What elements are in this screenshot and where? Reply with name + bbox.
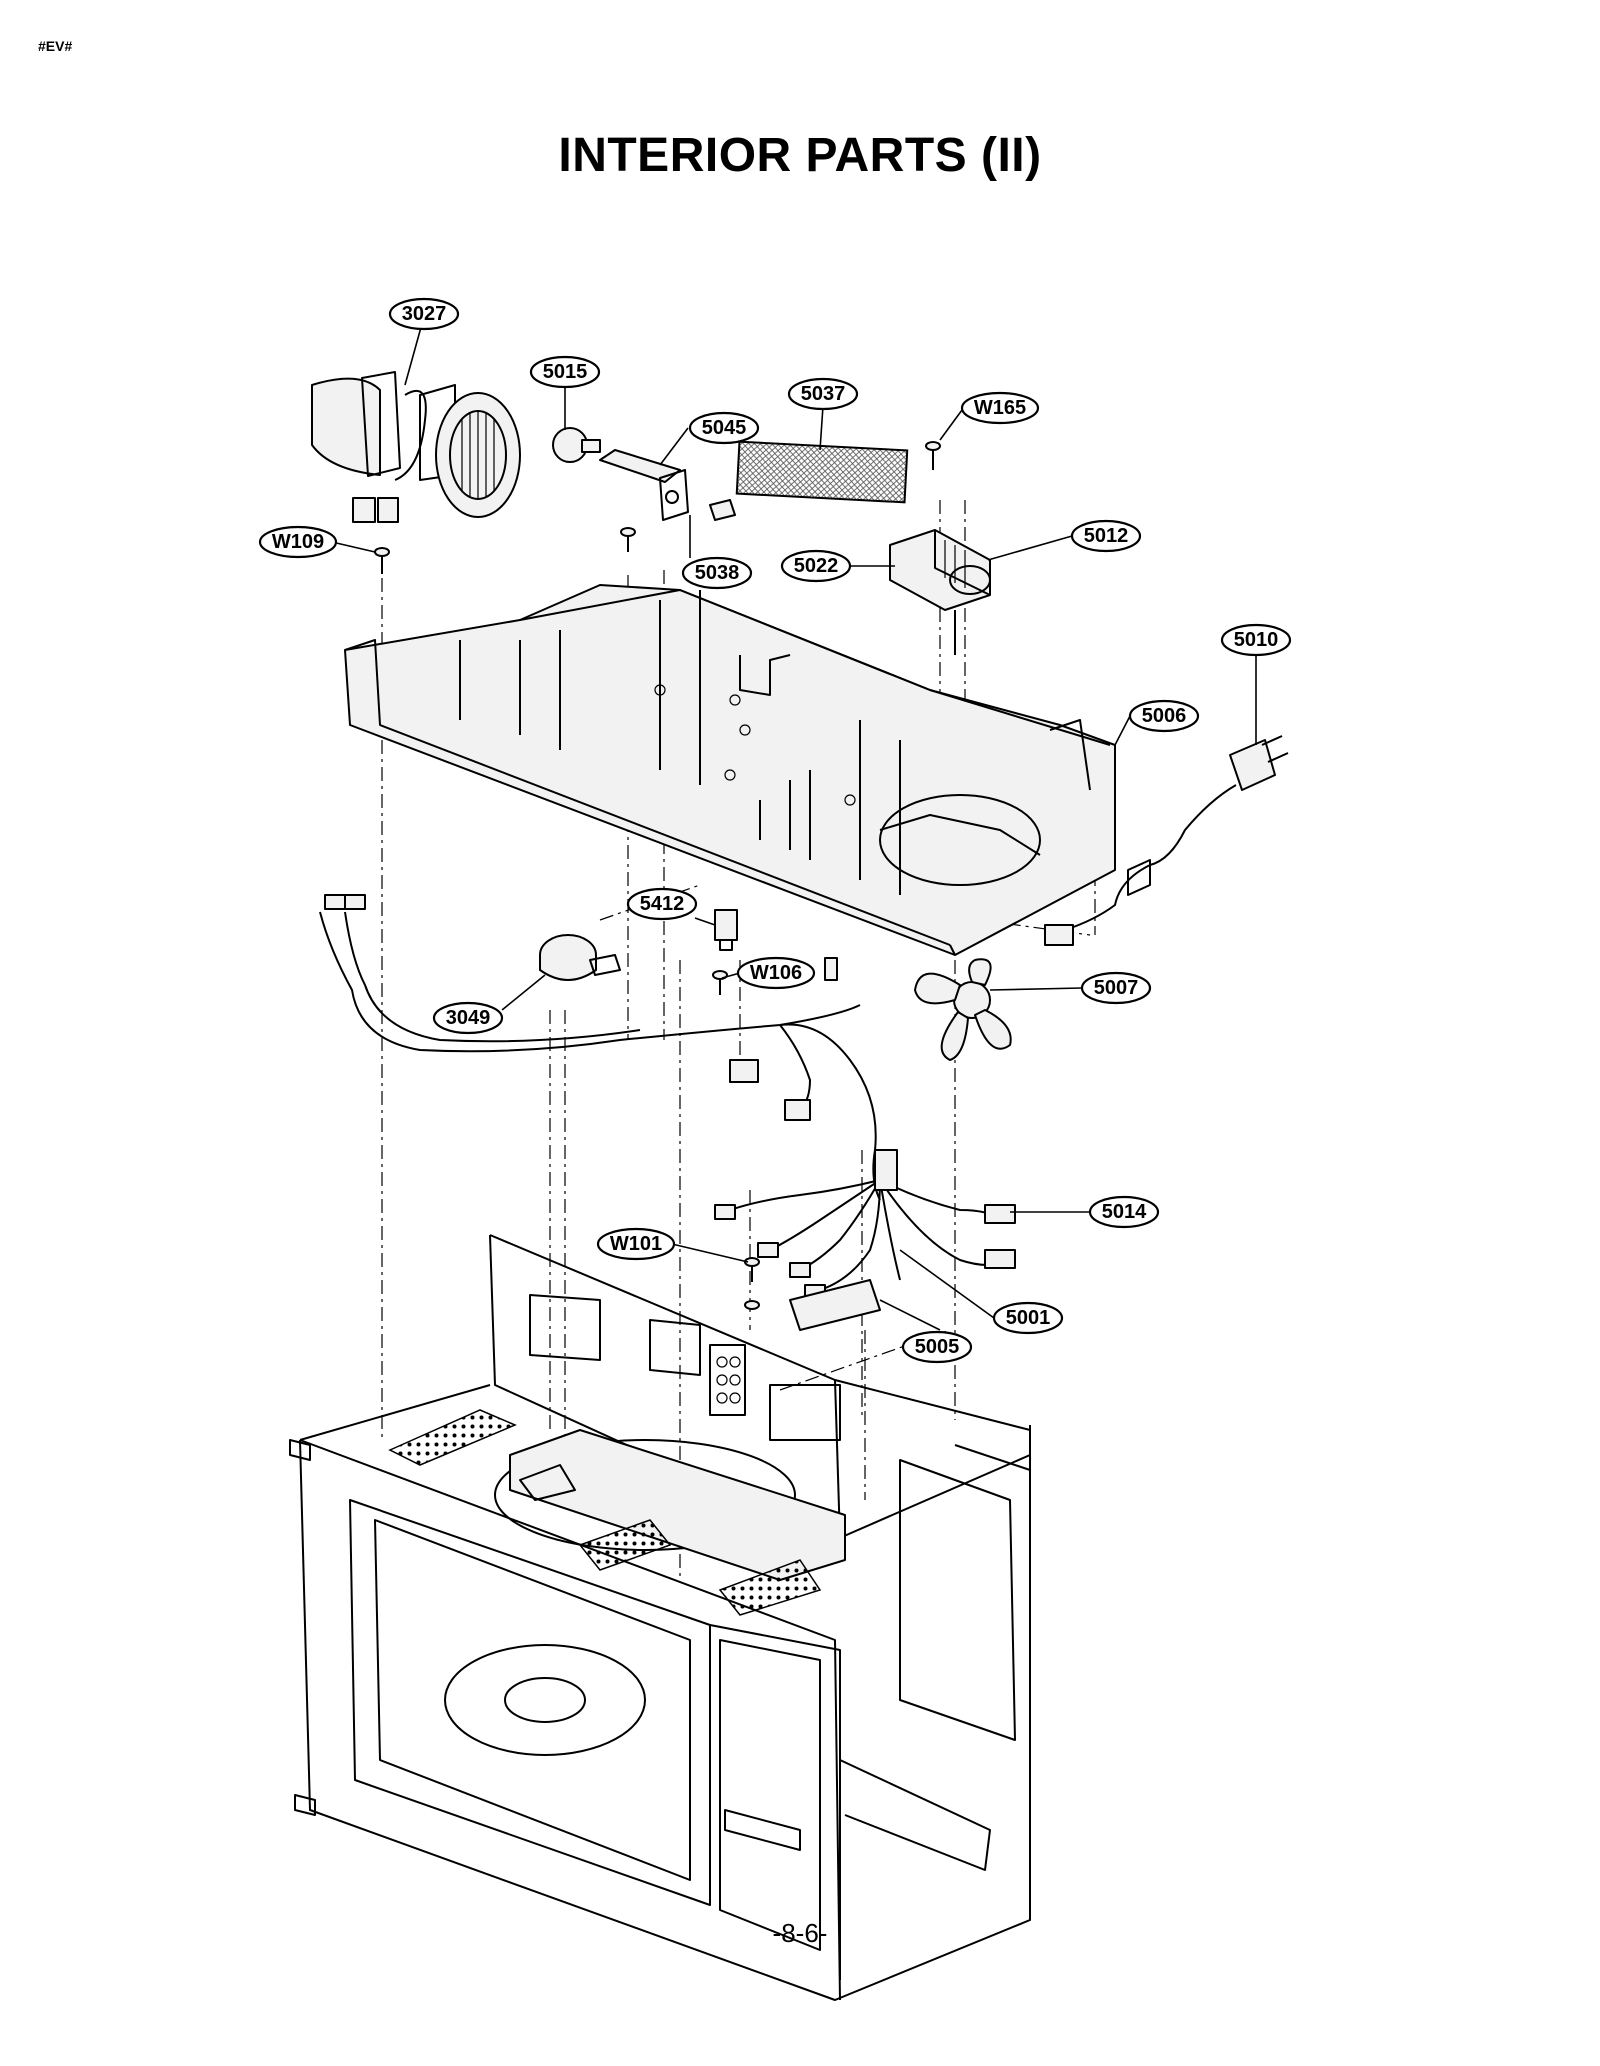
callout-5010: 5010 [1220,623,1292,657]
callout-label: 5007 [1094,977,1139,999]
callout-label: 3027 [402,303,447,325]
callout-w106: W106 [736,956,816,990]
callout-5037: 5037 [787,377,859,411]
callout-w165: W165 [960,391,1040,425]
turntable-motor-3049 [539,934,621,981]
callout-label: 5045 [702,417,747,439]
callout-label: 5010 [1234,629,1279,651]
callout-label: 5001 [1006,1307,1051,1329]
callout-label: 5022 [794,555,839,577]
callout-w109: W109 [258,525,338,559]
callout-label: 5014 [1102,1201,1147,1223]
screw-5038-area [620,527,636,552]
switch-5412 [714,909,738,951]
callout-5006: 5006 [1128,699,1200,733]
lamp-5015 [552,427,601,463]
lamp-socket-5045 [599,449,736,521]
callout-label: 5038 [695,562,740,584]
wiring-harness-5014 [319,894,1016,1331]
callout-label: W165 [974,397,1026,419]
callout-5412: 5412 [626,887,698,921]
blower-motor-3027 [311,371,521,523]
callout-label: W101 [610,1233,662,1255]
callout-label: 5012 [1084,525,1129,547]
callout-3027: 3027 [388,297,460,331]
callout-w101: W101 [596,1227,676,1261]
callout-5038: 5038 [681,556,753,590]
callout-label: 5015 [543,361,588,383]
page-title: INTERIOR PARTS (II) [558,129,1042,182]
screw-w101 [744,1257,760,1310]
callout-label: W106 [750,962,802,984]
callout-label: W109 [272,531,324,553]
callout-5045: 5045 [688,411,760,445]
callout-5001: 5001 [992,1301,1064,1335]
callout-5015: 5015 [529,355,601,389]
screw-w109 [374,547,390,574]
screw-w106 [712,970,728,995]
callout-5012: 5012 [1070,519,1142,553]
callout-5022: 5022 [780,549,852,583]
callout-label: 5412 [640,893,685,915]
callout-5005: 5005 [901,1330,973,1364]
callout-5014: 5014 [1088,1195,1160,1229]
callout-3049: 3049 [432,1001,504,1035]
screw-w165 [925,441,941,470]
callout-label: 3049 [446,1007,491,1029]
fan-blade-5007 [914,958,1012,1061]
oven-cavity [289,1234,1031,2001]
callout-5007: 5007 [1080,971,1152,1005]
callout-label: 5037 [801,383,846,405]
power-cord-5010 [1044,735,1289,946]
page-code: #EV# [38,38,73,54]
callout-label: 5005 [915,1336,960,1358]
callout-label: 5006 [1142,705,1187,727]
page-number: -8-6- [772,1918,828,1948]
leader-lines [331,319,1257,1331]
filter-5037 [735,440,909,504]
fan-motor-5012 [889,529,991,655]
air-guide-5006 [344,584,1116,956]
